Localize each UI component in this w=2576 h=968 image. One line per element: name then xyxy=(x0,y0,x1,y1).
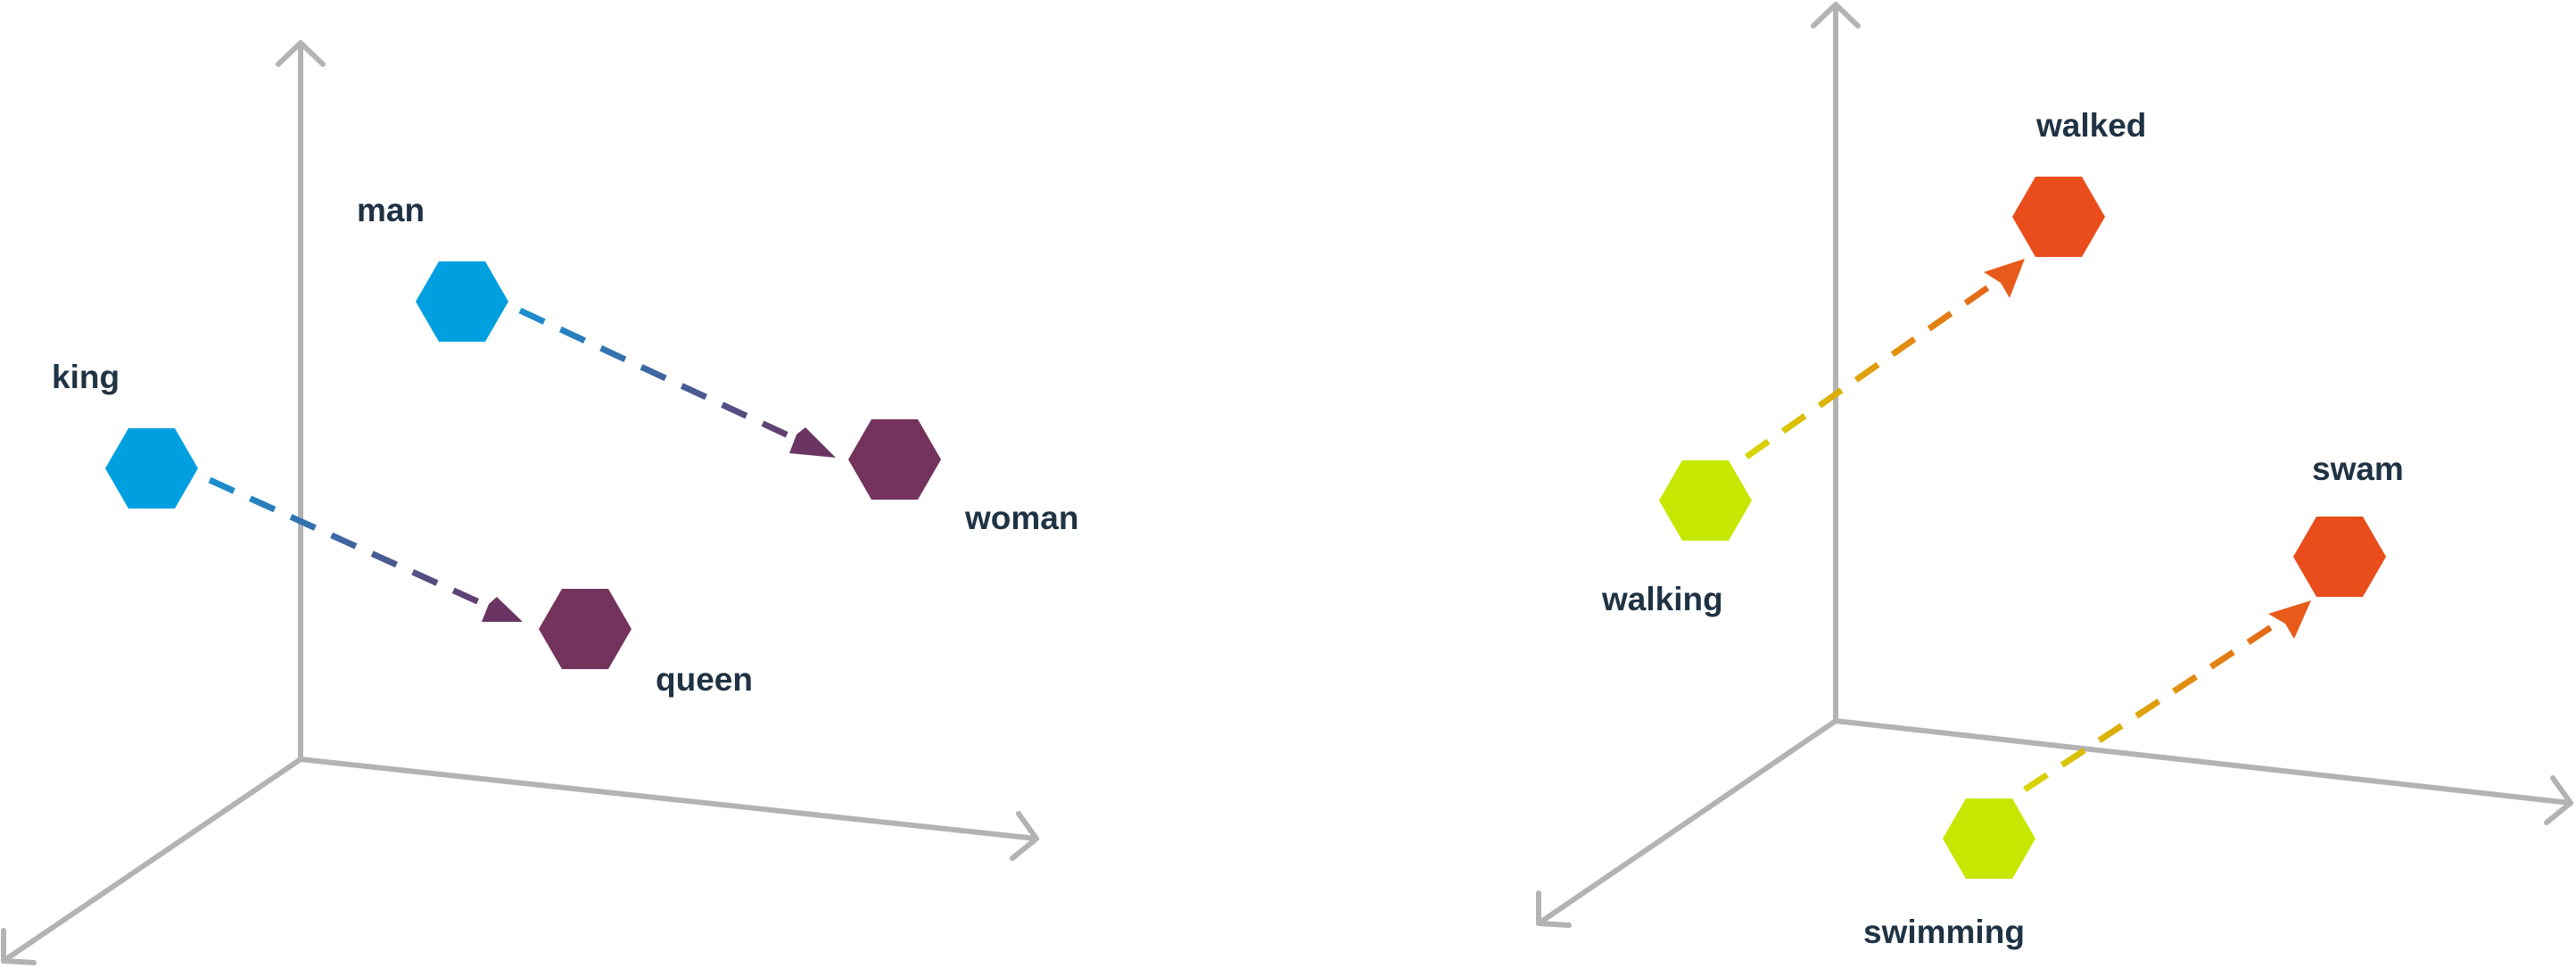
right-axis-vertical-arrowhead xyxy=(1811,2,1861,29)
left-axis-horizontal xyxy=(298,757,1039,841)
label-walked: walked xyxy=(2035,107,2146,144)
arrowhead-swimming-to-swam xyxy=(2268,600,2311,639)
arrowhead-king-to-queen xyxy=(482,597,523,622)
label-king: king xyxy=(52,359,120,395)
left-axis-vertical-arrowhead xyxy=(276,40,326,67)
node-swam xyxy=(2293,517,2386,597)
right-axis-depth xyxy=(1536,718,1838,926)
label-swam: swam xyxy=(2312,451,2404,487)
word-labels: king queen man woman walking walked swim… xyxy=(52,107,2404,950)
arrow-swimming-to-swam xyxy=(2023,611,2293,792)
node-walking xyxy=(1659,460,1752,541)
node-king xyxy=(105,428,198,509)
node-woman xyxy=(848,419,941,500)
relation-arrows xyxy=(208,272,2293,792)
left-axes xyxy=(1,40,1039,965)
relation-arrowheads xyxy=(482,259,2311,639)
word-nodes xyxy=(105,177,2386,879)
left-axis-depth-arrowhead xyxy=(1,928,37,965)
right-axes xyxy=(1536,2,2573,928)
label-swimming: swimming xyxy=(1863,914,2025,950)
label-man: man xyxy=(357,192,425,228)
arrowhead-man-to-woman xyxy=(789,427,836,458)
right-axis-horizontal-arrowhead xyxy=(2544,775,2573,825)
arrow-man-to-woman xyxy=(518,307,807,447)
node-man xyxy=(416,261,508,342)
left-axis-depth xyxy=(1,757,303,964)
label-walking: walking xyxy=(1601,581,1723,617)
left-axis-horizontal-arrowhead xyxy=(1010,811,1039,861)
node-swimming xyxy=(1943,798,2035,879)
node-walked xyxy=(2012,177,2105,257)
right-axis-horizontal xyxy=(1833,718,2573,806)
label-queen: queen xyxy=(656,661,753,698)
right-axis-depth-arrowhead xyxy=(1536,890,1572,928)
arrowhead-walking-to-walked xyxy=(1984,259,2025,298)
label-woman: woman xyxy=(964,500,1078,536)
node-queen xyxy=(539,589,632,669)
arrow-walking-to-walked xyxy=(1744,272,2009,459)
arrow-king-to-queen xyxy=(208,476,497,613)
